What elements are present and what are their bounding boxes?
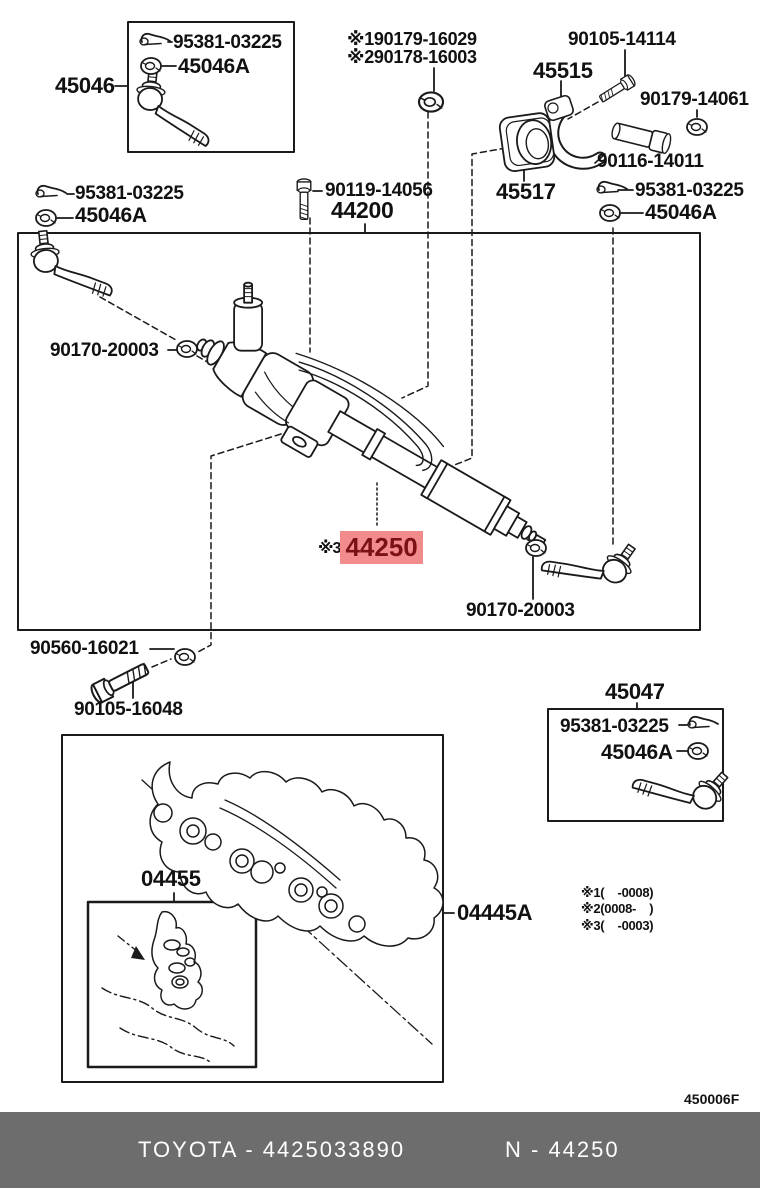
tie-rod-end-drawing-main-right <box>538 509 645 614</box>
washer-note-2: ※290178-16003 <box>347 47 477 67</box>
steering-rack-drawing <box>196 281 547 546</box>
part-number-bolt-90119-14056: 90119-14056 <box>325 180 433 201</box>
cotter-pin-drawing-top-left-box <box>139 32 171 46</box>
gasket-kit-box <box>61 734 444 1083</box>
spacer-drawing-90116 <box>611 122 672 155</box>
nut-drawing-90170-left <box>176 340 198 358</box>
part-number-nut-90560-16021: 90560-16021 <box>30 638 139 659</box>
dashed-leader-lines <box>99 101 614 668</box>
rack-footnote-prefix: ※3 <box>318 539 341 557</box>
nut-drawing-mid-right <box>599 204 621 222</box>
callout-04455: 04455 <box>141 866 201 891</box>
part-number-bolt-90105-14114: 90105-14114 <box>568 29 676 50</box>
frame-boxes <box>17 21 724 1083</box>
arrow-head <box>131 946 145 960</box>
tie-rod-end-drawing-top-left-box <box>130 66 217 148</box>
nut-drawing-90179-14061 <box>686 118 708 136</box>
footer-bar: TOYOTA - 4425033890 N - 44250 <box>0 1112 760 1188</box>
callout-44200: 44200 <box>331 197 394 223</box>
nut-drawing-mid-left <box>35 209 57 227</box>
gasket-kit-drawing <box>141 761 444 1045</box>
footnote-1: ※1( -0008) <box>581 885 654 900</box>
part-number-nut-90170-right: 90170-20003 <box>466 600 575 621</box>
seal-kit-drawing <box>101 910 235 1063</box>
grommet-drawing-45517 <box>498 112 556 172</box>
nut-drawing-90560 <box>174 648 196 666</box>
rack-part-number-highlight[interactable]: 44250 <box>340 531 423 564</box>
cotter-pin-drawing-mid-left <box>35 184 67 198</box>
tie-rod-end-drawing-main-left <box>27 223 114 305</box>
clamp-drawing-45515 <box>544 94 607 170</box>
callout-04445A: 04445A <box>457 900 533 925</box>
diagram-reference-code: 450006F <box>684 1091 740 1107</box>
part-number-nut-mid-right: 45046A <box>645 201 717 224</box>
part-number-nut-top-left-box: 45046A <box>178 55 250 78</box>
part-number-pin-mid-left: 95381-03225 <box>75 183 184 204</box>
main-assembly-box <box>17 232 701 631</box>
part-number-pin-right-box: 95381-03225 <box>560 716 669 737</box>
seal-kit-inner-box <box>86 900 258 1069</box>
part-number-spacer-90116-14011: 90116-14011 <box>597 151 704 172</box>
part-number-bolt-90105-16048: 90105-16048 <box>74 699 183 720</box>
tie-rod-right-box <box>547 708 724 822</box>
bolt-drawing-90105-16048 <box>87 658 153 706</box>
cotter-pin-drawing-right-box <box>687 715 719 729</box>
footnote-3: ※3( -0003) <box>581 918 654 933</box>
part-number-nut-90170-left: 90170-20003 <box>50 340 159 361</box>
callout-45046: 45046 <box>55 73 115 98</box>
part-number-nut-mid-left: 45046A <box>75 204 147 227</box>
footer-part-ref: N - 44250 <box>505 1137 620 1162</box>
callout-45047: 45047 <box>605 679 665 704</box>
part-number-pin-top-left-box: 95381-03225 <box>173 32 282 53</box>
part-number-nut-90179-14061: 90179-14061 <box>640 89 749 110</box>
washer-note-1: ※190179-16029 <box>347 29 477 49</box>
bolt-drawing-90119 <box>296 178 312 221</box>
tie-rod-detail-box <box>127 21 295 153</box>
nut-drawing-top-left-box <box>140 57 162 75</box>
footnote-2: ※2(0008- ) <box>581 901 654 916</box>
nut-drawing-right-box <box>687 742 709 760</box>
part-number-pin-mid-right: 95381-03225 <box>635 180 744 201</box>
nut-drawing-90170-right <box>525 539 547 557</box>
part-number-nut-right-box: 45046A <box>601 741 673 764</box>
bolt-drawing-90105-14114 <box>596 72 638 106</box>
callout-45517: 45517 <box>496 179 556 204</box>
footer-brand-part: TOYOTA - 4425033890 <box>138 1137 406 1162</box>
callout-45515: 45515 <box>533 58 593 83</box>
cotter-pin-drawing-mid-right <box>596 180 628 194</box>
washer-drawing-top-center <box>417 91 445 113</box>
